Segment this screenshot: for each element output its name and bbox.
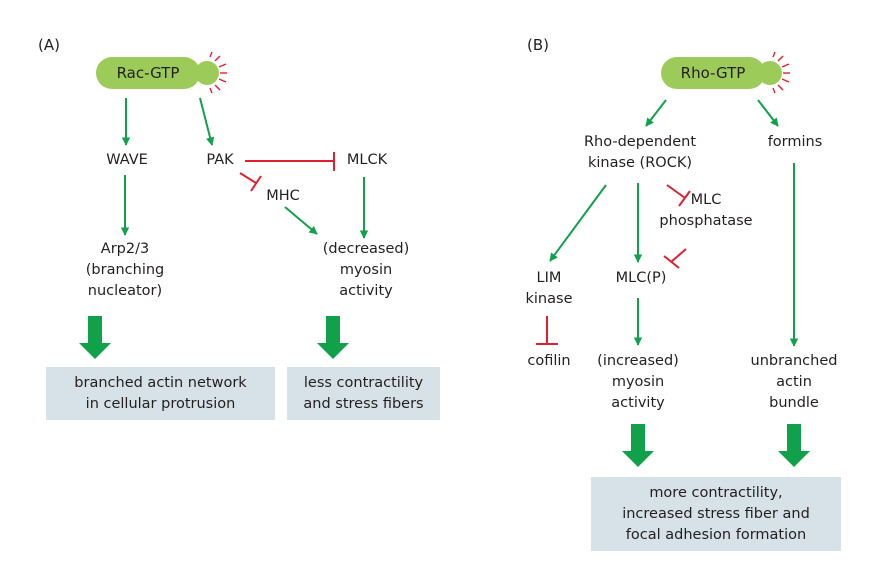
big-arrow-branched (79, 316, 111, 359)
node-mhc: MHC (266, 188, 300, 204)
edge-rho-formins (757, 99, 779, 127)
node-rock: Rho-dependent kinase (ROCK) (583, 134, 697, 171)
inhibit-bar-mlcp (663, 255, 680, 269)
node-wave: WAVE (106, 152, 148, 168)
inhibit-bar-phosphatase (678, 190, 691, 207)
rac-gtp-glow-icon (209, 51, 227, 94)
rac-gtp-node: Rac-GTP (96, 57, 200, 89)
edge-rac-pak (199, 97, 215, 146)
node-pak: PAK (206, 152, 234, 168)
panel-b-label: (B) (527, 36, 549, 54)
node-unbranched-actin: unbranched actin bundle (750, 353, 838, 411)
edge-pak-mhc-inhibit (239, 172, 257, 184)
rho-gtp-node: Rho-GTP (661, 57, 765, 89)
edge-mhc-myosin (284, 206, 318, 235)
node-lim-kinase: LIM kinase (525, 270, 573, 307)
rac-gtp-bulb (195, 61, 219, 85)
node-mlc-phosphatase: MLC phosphatase (659, 192, 753, 229)
inhibit-bar-mhc (250, 175, 262, 192)
edge-rock-lim (549, 184, 607, 262)
outcome-more-contractility: more contractility, increased stress fib… (591, 477, 841, 551)
node-mlck: MLCK (346, 152, 388, 168)
panel-a-label: (A) (38, 36, 60, 54)
edge-phosphatase-mlcp-inhibit (670, 248, 687, 263)
edge-rho-rock (645, 99, 667, 127)
big-arrow-myosin (622, 424, 654, 467)
big-arrow-contractility (317, 316, 349, 359)
node-mlc-p: MLC(P) (615, 270, 667, 286)
outcome-less-contractility: less contractility and stress fibers (287, 367, 440, 420)
node-increased-myosin: (increased) myosin activity (597, 353, 679, 411)
outcome-branched-actin: branched actin network in cellular protr… (46, 367, 275, 420)
edge-rock-phosphatase-inhibit (666, 184, 686, 199)
node-formins: formins (767, 134, 823, 150)
big-arrow-unbranched (778, 424, 810, 467)
rho-gtp-glow-icon (772, 51, 790, 94)
node-decreased-myosin: (decreased) myosin activity (322, 241, 410, 299)
node-arp23: Arp2/3 (branching nucleator) (85, 241, 165, 299)
node-cofilin: cofilin (527, 353, 571, 369)
